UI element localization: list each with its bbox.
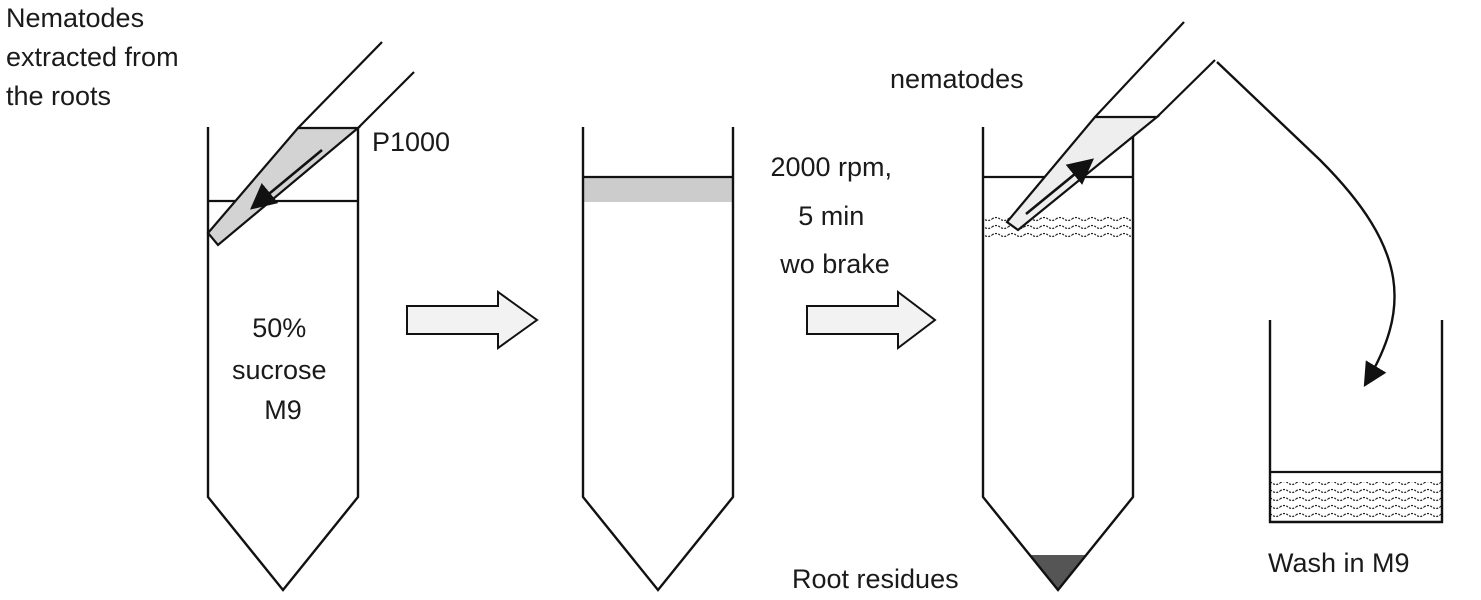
tube-3 [981, 21, 1216, 592]
pipette-2-uptake-arrow [1025, 158, 1095, 216]
wash-nematode-layer [1270, 482, 1442, 518]
root-residues-label: Root residues [792, 564, 959, 594]
pipette-1-flow-arrow [249, 148, 323, 210]
root-residue-pellet [1030, 555, 1086, 590]
pipette-label: P1000 [372, 127, 450, 157]
tube-2-layer-band [583, 177, 733, 202]
pipette-1-shaft-right [357, 71, 415, 129]
tube-3-outline [981, 127, 1135, 592]
tube-1-outline [206, 127, 360, 592]
nematodes-label: nematodes [890, 64, 1024, 94]
pipette-1-shaft-left [297, 41, 383, 129]
tube-2-outline [581, 127, 735, 592]
pipette-2-shaft-left [1094, 21, 1185, 118]
tube-1: P1000 50% sucrose M9 [206, 41, 450, 592]
wash-container-outline [1268, 320, 1444, 524]
wash-label: Wash in M9 [1268, 548, 1410, 578]
extracted-label: Nematodes extracted from the roots [6, 3, 186, 111]
transfer-arrow [1216, 61, 1396, 388]
sucrose-label: 50% sucrose M9 [232, 313, 334, 425]
pipette-2-tip [1005, 115, 1161, 232]
wash-container [1268, 320, 1444, 524]
centrifuge-label: 2000 rpm, 5 min wo brake [770, 152, 899, 279]
pipette-2-shaft-right [1156, 59, 1216, 118]
tube-2 [581, 127, 735, 592]
pipette-1-tip [206, 126, 362, 247]
tube-3-nematode-layer [983, 216, 1133, 238]
process-arrow-1 [406, 290, 539, 350]
process-arrow-2 [806, 289, 937, 351]
